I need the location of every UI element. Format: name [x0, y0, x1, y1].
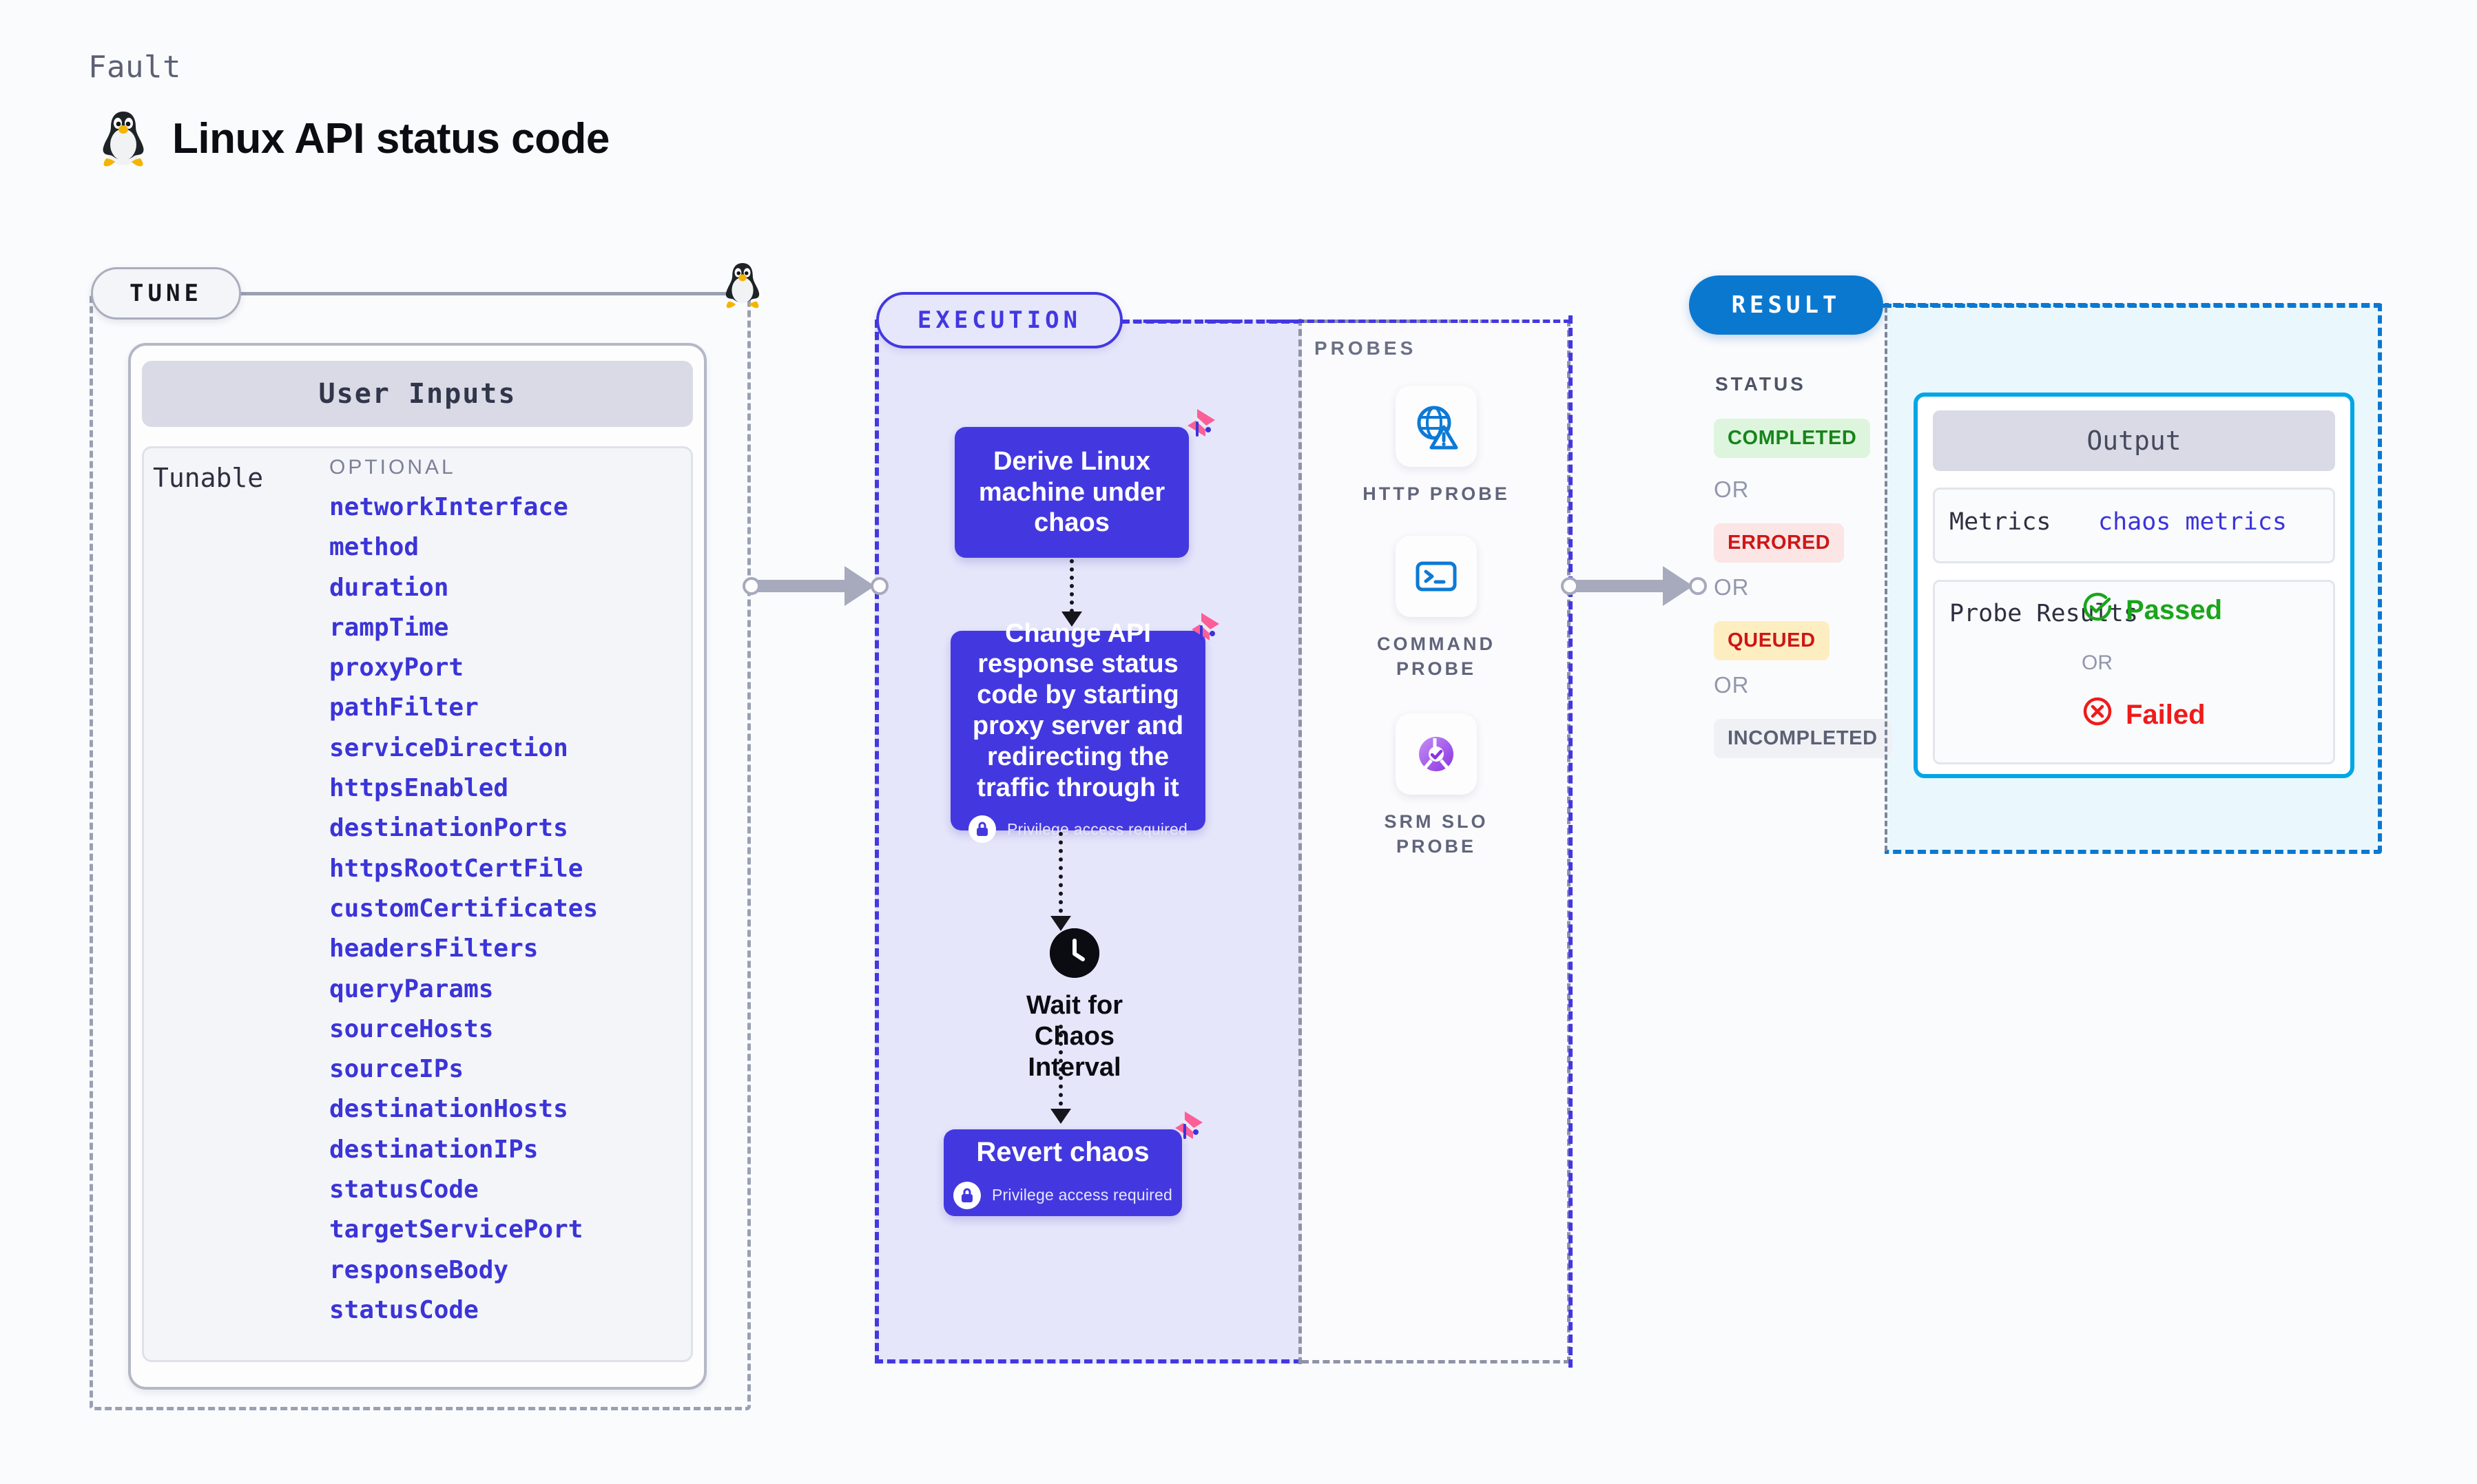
probe-label: SRM SLO PROBE	[1384, 811, 1489, 857]
privilege-note: Privilege access required	[953, 1181, 1172, 1209]
output-title: Output	[1933, 410, 2335, 471]
lock-icon	[968, 815, 997, 844]
linux-penguin-icon	[96, 109, 150, 168]
execution-node-label: Change API response status code by start…	[972, 618, 1184, 802]
flow-arrow	[1050, 1109, 1071, 1124]
or-separator: OR	[2082, 651, 2113, 674]
param-item[interactable]: targetServicePort	[329, 1215, 583, 1244]
status-title: STATUS	[1715, 373, 1806, 395]
param-item[interactable]: headersFilters	[329, 934, 539, 963]
status-badge: QUEUED	[1714, 621, 1830, 660]
flow-arrow	[1050, 916, 1071, 931]
execution-node[interactable]: Change API response status code by start…	[951, 619, 1205, 844]
status-badge: INCOMPLETED	[1714, 719, 1892, 758]
param-item[interactable]: sourceIPs	[329, 1055, 464, 1084]
or-separator: OR	[1714, 477, 1750, 502]
execution-leader-line	[1123, 320, 1571, 323]
param-item[interactable]: duration	[329, 573, 449, 602]
tunable-label: Tunable	[153, 463, 264, 493]
param-item[interactable]: destinationHosts	[329, 1095, 568, 1124]
param-item[interactable]: statusCode	[329, 1175, 479, 1204]
flow-line	[1070, 559, 1074, 613]
execution-node[interactable]: Revert chaos Privilege access required	[944, 1129, 1182, 1216]
terminal-icon	[1396, 536, 1477, 617]
execution-node-label: Revert chaos	[976, 1137, 1150, 1168]
param-item[interactable]: customCertificates	[329, 894, 599, 923]
flow-line	[1059, 832, 1063, 921]
tune-pill[interactable]: TUNE	[91, 267, 241, 320]
param-item[interactable]: sourceHosts	[329, 1014, 494, 1043]
status-badge: ERRORED	[1714, 523, 1845, 563]
param-item[interactable]: networkInterface	[329, 493, 568, 521]
lock-icon	[953, 1181, 982, 1209]
linux-penguin-marker-icon	[721, 260, 765, 313]
probes-right-border	[1568, 315, 1573, 1368]
probe-result-failed: Failed	[2082, 696, 2206, 734]
x-circle-icon	[2082, 696, 2113, 734]
result-pill[interactable]: RESULT	[1689, 275, 1883, 335]
param-item[interactable]: statusCode	[329, 1295, 479, 1324]
optional-label: OPTIONAL	[329, 456, 456, 479]
harness-logo-badge-icon	[1171, 609, 1222, 660]
probe-results-box	[1933, 580, 2335, 764]
fault-eyebrow: Fault	[88, 50, 181, 85]
result-divider	[1885, 307, 1887, 851]
tunable-panel	[142, 446, 693, 1362]
connector-tune-to-execution	[743, 565, 894, 606]
probe-result-passed: Passed	[2082, 591, 2222, 629]
tune-leader-line	[242, 292, 725, 295]
param-item[interactable]: destinationIPs	[329, 1135, 539, 1164]
execution-pill[interactable]: EXECUTION	[876, 292, 1123, 348]
execution-node[interactable]: Derive Linux machine under chaos	[955, 427, 1189, 558]
probe-result-failed-label: Failed	[2126, 699, 2206, 730]
clock-icon	[1050, 928, 1099, 978]
param-item[interactable]: httpsRootCertFile	[329, 854, 583, 883]
param-item[interactable]: rampTime	[329, 613, 449, 642]
param-item[interactable]: serviceDirection	[329, 733, 568, 762]
or-separator: OR	[1714, 574, 1750, 600]
globe-warning-icon	[1396, 386, 1477, 467]
metrics-value[interactable]: chaos metrics	[2098, 508, 2287, 536]
check-circle-icon	[2082, 591, 2113, 629]
flow-line	[1059, 1025, 1063, 1114]
param-item[interactable]: proxyPort	[329, 654, 464, 682]
harness-logo-badge-icon	[1167, 405, 1218, 456]
metrics-row	[1933, 488, 2335, 563]
param-item[interactable]: responseBody	[329, 1255, 509, 1284]
privilege-note: Privilege access required	[968, 815, 1188, 844]
or-separator: OR	[1714, 672, 1750, 698]
param-item[interactable]: pathFilter	[329, 693, 479, 722]
param-item[interactable]: destinationPorts	[329, 814, 568, 843]
probe-item[interactable]: COMMAND PROBE	[1357, 536, 1515, 681]
wait-step: Wait for Chaos Interval	[1006, 928, 1143, 1083]
harness-logo-badge-icon	[1154, 1107, 1205, 1158]
user-inputs-title: User Inputs	[142, 361, 693, 427]
probe-item[interactable]: HTTP PROBE	[1357, 386, 1515, 507]
probe-label: HTTP PROBE	[1362, 483, 1510, 504]
page-title: Linux API status code	[172, 114, 610, 163]
privilege-note-label: Privilege access required	[1007, 819, 1188, 838]
param-item[interactable]: httpsEnabled	[329, 774, 509, 803]
privilege-note-label: Privilege access required	[992, 1186, 1172, 1204]
page-title-row: Linux API status code	[96, 109, 610, 168]
donut-check-icon	[1396, 713, 1477, 795]
probe-item[interactable]: SRM SLO PROBE	[1357, 713, 1515, 859]
probe-result-passed-label: Passed	[2126, 594, 2223, 625]
connector-execution-to-result	[1561, 565, 1712, 606]
status-badge: COMPLETED	[1714, 419, 1871, 458]
parameter-list: networkInterface method duration rampTim…	[329, 488, 687, 1330]
probe-label: COMMAND PROBE	[1377, 634, 1495, 679]
execution-node-label: Derive Linux machine under chaos	[978, 446, 1165, 538]
probes-title: PROBES	[1314, 337, 1417, 359]
metrics-label: Metrics	[1949, 508, 2051, 536]
flow-arrow	[1061, 612, 1082, 627]
result-leader-line	[1883, 304, 2382, 308]
param-item[interactable]: queryParams	[329, 974, 494, 1003]
wait-step-label: Wait for Chaos Interval	[1026, 991, 1123, 1082]
param-item[interactable]: method	[329, 533, 419, 562]
result-status-column	[1683, 303, 1885, 854]
